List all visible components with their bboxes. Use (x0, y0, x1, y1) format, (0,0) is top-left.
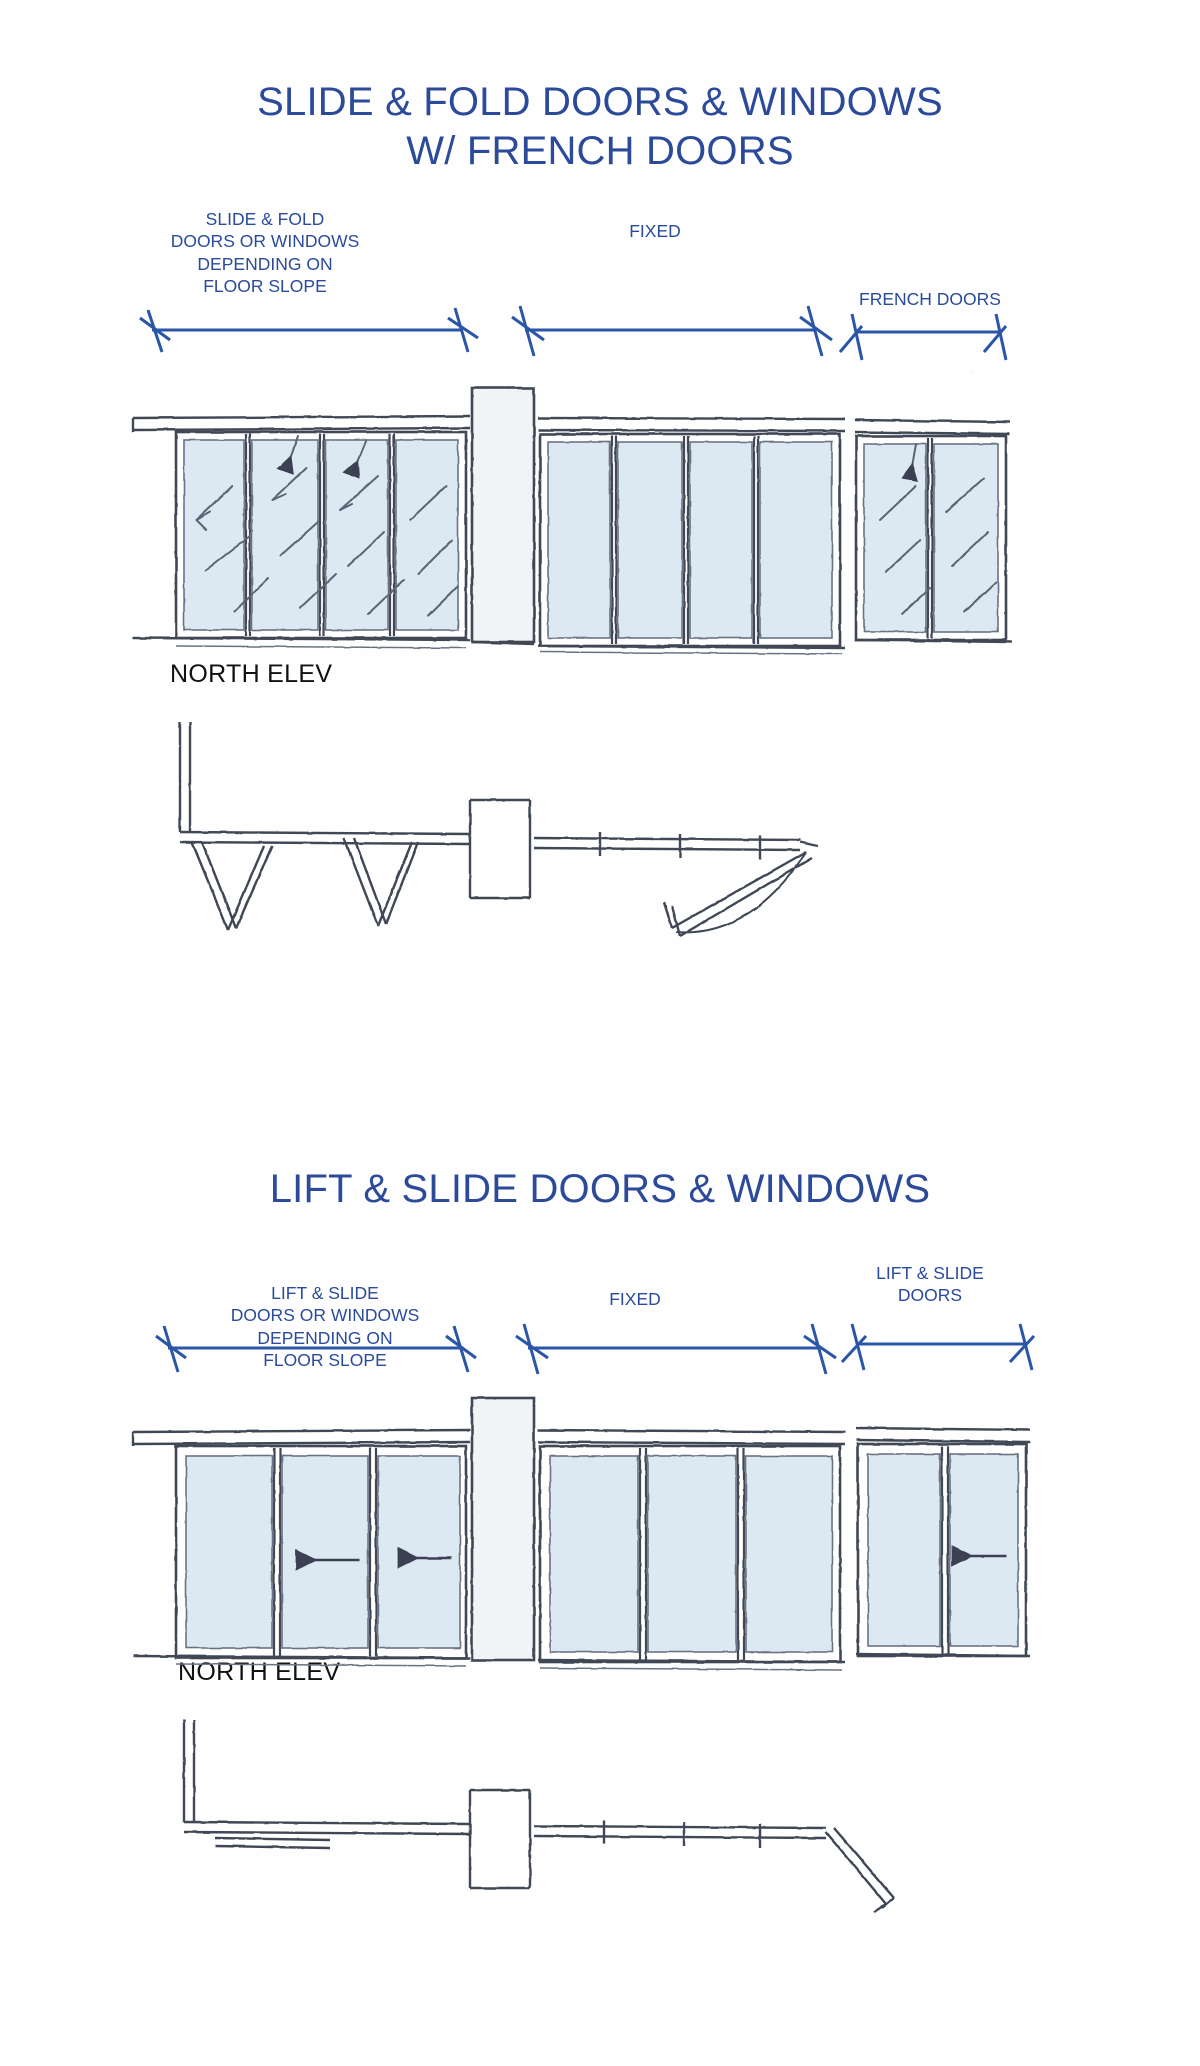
section-title-slide-fold: SLIDE & FOLD DOORS & WINDOWS W/ FRENCH D… (0, 78, 1200, 176)
elevation-label-2: NORTH ELEV (178, 1658, 341, 1686)
dim-label-fixed-2: FIXED (609, 1289, 661, 1309)
dim-label-lift-slide: LIFT & SLIDE DOORS OR WINDOWS DEPENDING … (230, 1283, 420, 1371)
dim-label-french-doors: FRENCH DOORS (859, 289, 1001, 309)
dim-label-lift-slide-doors: LIFT & SLIDE DOORS (876, 1263, 984, 1306)
elevation-label-1: NORTH ELEV (170, 660, 333, 688)
title-line-1: LIFT & SLIDE DOORS & WINDOWS (269, 1167, 931, 1211)
title-line-1: SLIDE & FOLD DOORS & WINDOWS (257, 80, 943, 124)
title-line-2: W/ FRENCH DOORS (406, 128, 794, 173)
dim-label-slide-fold: SLIDE & FOLD DOORS OR WINDOWS DEPENDING … (170, 209, 360, 297)
section-title-lift-slide: LIFT & SLIDE DOORS & WINDOWS (0, 1165, 1200, 1214)
dim-label-fixed-1: FIXED (629, 221, 681, 241)
